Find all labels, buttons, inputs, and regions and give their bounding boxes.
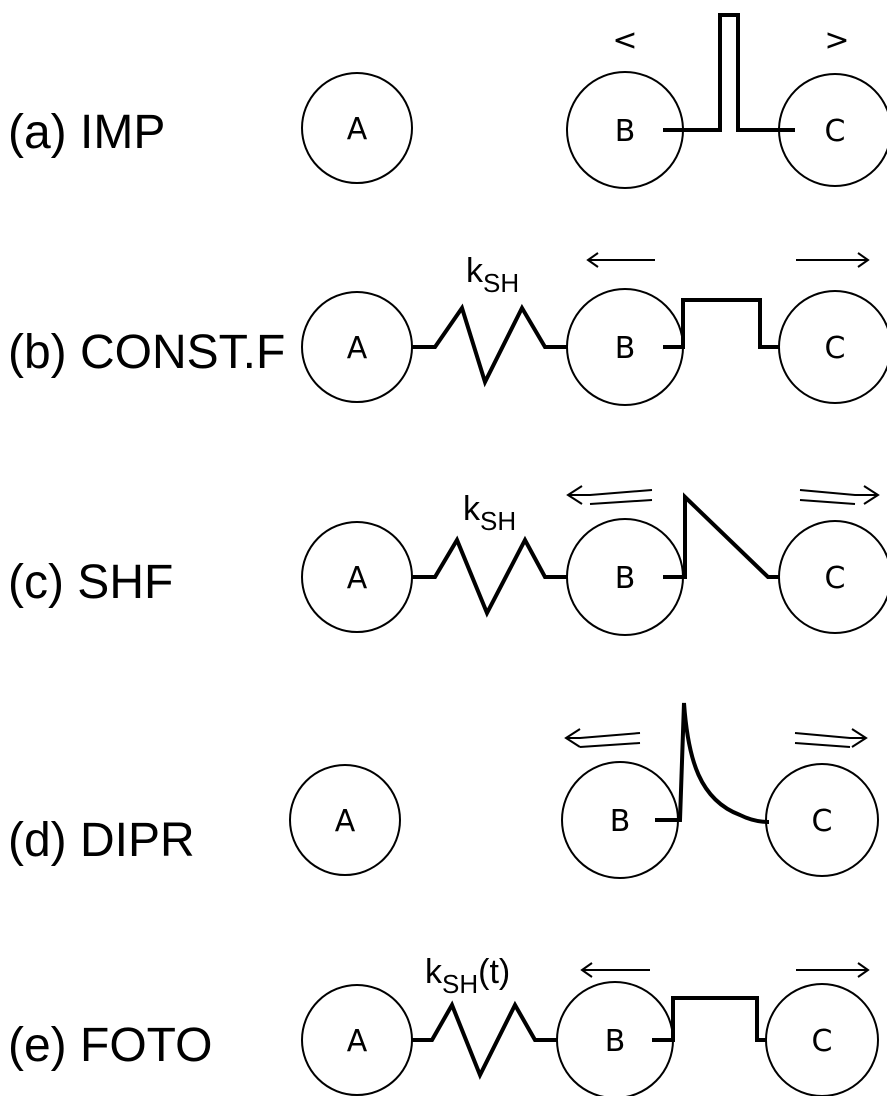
- spring: [412, 1000, 557, 1080]
- decay-pulse: [655, 702, 770, 824]
- row-label: (e) FOTO: [8, 1019, 212, 1072]
- open-arrow-left: [564, 728, 641, 748]
- circle-a: [289, 764, 401, 876]
- sawtooth-pulse: [663, 492, 779, 579]
- circle-a-label: A: [347, 1024, 368, 1059]
- row-d: (d) DIPR A B C: [8, 702, 879, 879]
- circle-c-label: C: [825, 331, 846, 366]
- circle-b-label: B: [605, 1024, 626, 1059]
- circle-c-label: C: [825, 561, 846, 596]
- impulse-pulse: [663, 13, 795, 132]
- spring-label: kSH: [463, 490, 516, 536]
- arrow-right-small: >: [824, 23, 849, 58]
- circle-c-label: C: [812, 1024, 833, 1059]
- circle-a-label: A: [335, 804, 356, 839]
- row-b: (b) CONST.F A B C kSH: [8, 252, 887, 406]
- circle-b-label: B: [615, 561, 636, 596]
- open-arrow-right: [794, 728, 868, 748]
- open-arrow-right: [799, 485, 880, 505]
- row-label: (c) SHF: [8, 556, 173, 609]
- row-c: (c) SHF A B C kSH: [8, 485, 887, 636]
- circle-a-label: A: [347, 112, 368, 147]
- constant-force-pulse: [663, 298, 779, 349]
- spring: [412, 535, 567, 618]
- row-a: (a) IMP A B C < >: [8, 13, 887, 189]
- spring-label: kSH: [466, 252, 519, 298]
- arrow-left-small: <: [612, 23, 637, 58]
- arrow-right: [796, 962, 870, 978]
- arrow-right: [796, 252, 870, 268]
- row-label: (d) DIPR: [8, 814, 195, 867]
- spring: [412, 303, 567, 388]
- open-arrow-left: [566, 485, 653, 505]
- circle-a-label: A: [347, 331, 368, 366]
- circle-b-label: B: [615, 114, 636, 149]
- circle-c-label: C: [825, 114, 846, 149]
- circle-b-label: B: [610, 804, 631, 839]
- arrow-left: [586, 252, 655, 268]
- circle-b-label: B: [615, 331, 636, 366]
- circle-a: [301, 72, 413, 184]
- circle-a-label: A: [347, 561, 368, 596]
- row-label: (b) CONST.F: [8, 326, 285, 379]
- spring-label: kSH(t): [425, 953, 510, 999]
- row-e: (e) FOTO A B C kSH(t): [8, 953, 879, 1096]
- constant-force-pulse: [652, 996, 766, 1042]
- arrow-left: [580, 962, 650, 978]
- circle-c-label: C: [812, 804, 833, 839]
- row-label: (a) IMP: [8, 106, 165, 159]
